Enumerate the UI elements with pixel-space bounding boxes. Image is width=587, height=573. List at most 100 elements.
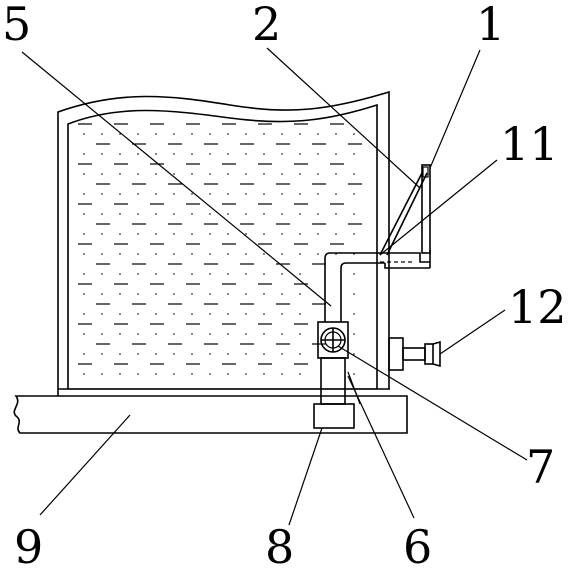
liquid-dot [173, 293, 175, 295]
label-8: 8 [265, 520, 294, 573]
liquid-dot [155, 373, 157, 375]
liquid-dot [299, 333, 301, 335]
liquid-dot [119, 193, 121, 195]
liquid-dot [101, 133, 103, 135]
liquid-dot [119, 153, 121, 155]
liquid-dot [209, 233, 211, 235]
labels: 5 2 1 11 12 7 9 8 6 [2, 0, 567, 573]
liquid-dot [191, 233, 193, 235]
side-knob [388, 337, 441, 371]
liquid-dot [353, 173, 355, 175]
liquid-dot [227, 213, 229, 215]
liquid-dot [281, 333, 283, 335]
liquid-dot [173, 153, 175, 155]
liquid-dot [173, 133, 175, 135]
liquid-dot [281, 193, 283, 195]
liquid-dot [101, 313, 103, 315]
liquid-dot [83, 153, 85, 155]
liquid-dot [209, 293, 211, 295]
liquid-dot [155, 173, 157, 175]
liquid-dot [209, 373, 211, 375]
base-block [313, 403, 355, 429]
liquid-dot [353, 133, 355, 135]
liquid-dot [209, 213, 211, 215]
liquid-dot [317, 193, 319, 195]
liquid-dot [263, 333, 265, 335]
liquid-dot [263, 313, 265, 315]
liquid-dot [191, 173, 193, 175]
liquid-dot [191, 313, 193, 315]
label-12: 12 [508, 280, 567, 334]
liquid-dot [227, 193, 229, 195]
liquid-dot [83, 233, 85, 235]
liquid-dot [209, 273, 211, 275]
base-plate [13, 388, 408, 434]
liquid-dot [299, 233, 301, 235]
leader-lines [21, 47, 528, 526]
liquid-dot [119, 293, 121, 295]
liquid-dot [155, 333, 157, 335]
liquid-dot [119, 353, 121, 355]
liquid-dot [299, 373, 301, 375]
liquid-dot [281, 173, 283, 175]
liquid-dot [137, 193, 139, 195]
liquid-dot [353, 353, 355, 355]
liquid-dot [83, 133, 85, 135]
liquid-dot [209, 313, 211, 315]
liquid-dot [155, 213, 157, 215]
liquid-dot [263, 173, 265, 175]
liquid-dot [227, 253, 229, 255]
liquid-dot [335, 133, 337, 135]
liquid-dot [101, 353, 103, 355]
liquid-dot [137, 233, 139, 235]
liquid-dot [191, 133, 193, 135]
liquid-dot [263, 353, 265, 355]
liquid-dot [119, 333, 121, 335]
liquid-dot [155, 273, 157, 275]
liquid-dot [83, 253, 85, 255]
liquid-dot [263, 373, 265, 375]
liquid-dot [245, 333, 247, 335]
liquid-dot [155, 313, 157, 315]
liquid-dot [119, 253, 121, 255]
label-5: 5 [2, 0, 31, 51]
liquid-dot [209, 173, 211, 175]
liquid-dot [119, 233, 121, 235]
liquid-dot [119, 173, 121, 175]
liquid-dot [83, 173, 85, 175]
liquid-dot [119, 373, 121, 375]
liquid-dot [155, 253, 157, 255]
liquid-fill [78, 123, 362, 375]
liquid-dot [227, 273, 229, 275]
liquid-dot [173, 253, 175, 255]
liquid-dot [245, 373, 247, 375]
liquid-dot [83, 373, 85, 375]
liquid-dot [281, 293, 283, 295]
liquid-dot [335, 193, 337, 195]
liquid-dot [119, 313, 121, 315]
liquid-dot [173, 333, 175, 335]
liquid-dot [83, 333, 85, 335]
liquid-dot [299, 253, 301, 255]
liquid-dot [173, 313, 175, 315]
liquid-dot [353, 373, 355, 375]
pipe [324, 250, 431, 322]
liquid-dot [191, 153, 193, 155]
liquid-dot [101, 373, 103, 375]
label-6: 6 [403, 520, 432, 573]
liquid-dot [263, 153, 265, 155]
liquid-dot [263, 293, 265, 295]
liquid-dot [353, 333, 355, 335]
liquid-dot [281, 153, 283, 155]
liquid-dot [173, 233, 175, 235]
liquid-dot [245, 233, 247, 235]
liquid-dot [155, 153, 157, 155]
liquid-dot [299, 133, 301, 135]
liquid-dot [263, 253, 265, 255]
liquid-dot [191, 333, 193, 335]
liquid-dot [317, 153, 319, 155]
label-1: 1 [476, 0, 505, 51]
liquid-dot [299, 293, 301, 295]
liquid-dot [83, 353, 85, 355]
liquid-dot [281, 233, 283, 235]
